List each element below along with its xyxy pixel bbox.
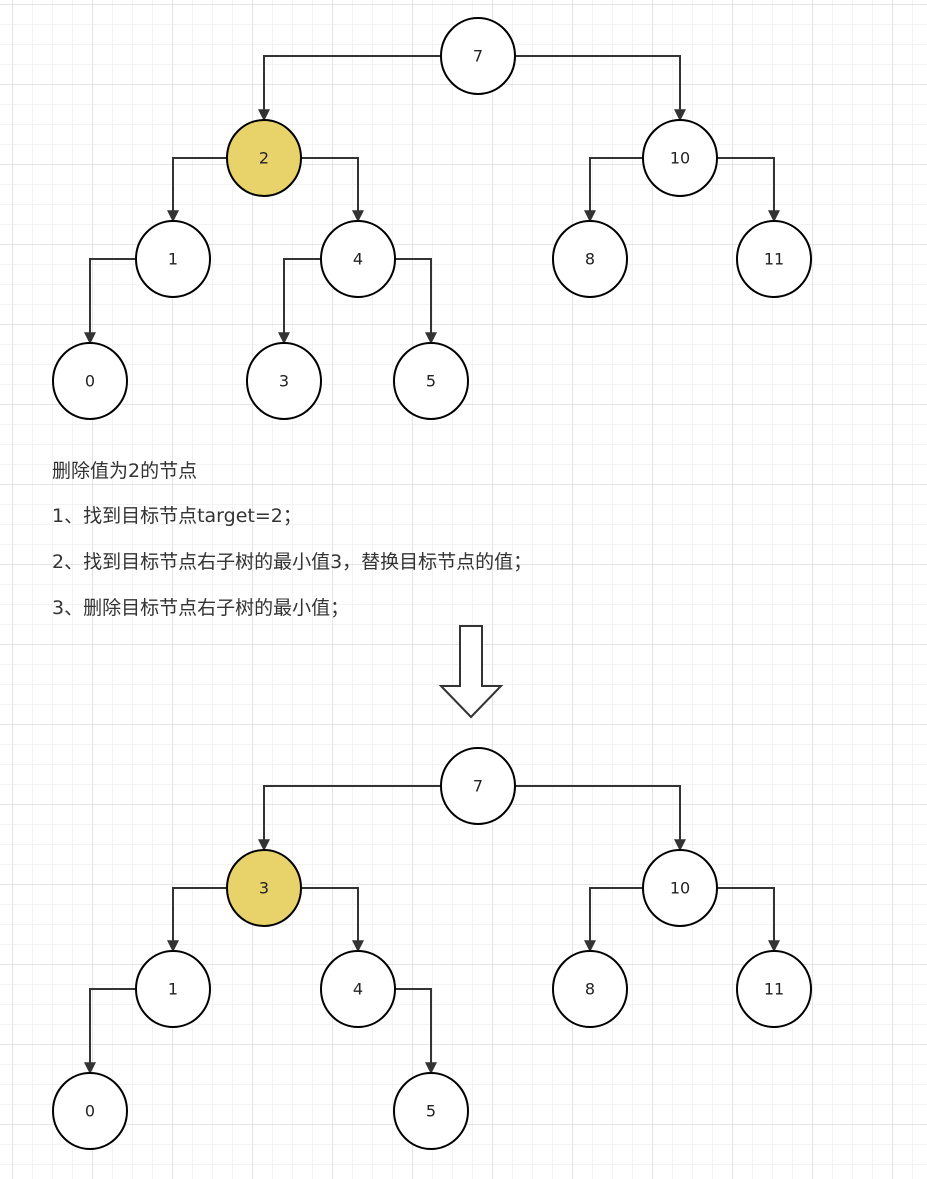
tree-node-0: 0 (52, 1072, 128, 1150)
node-circle (246, 342, 322, 420)
node-label: 8 (585, 980, 595, 999)
tree-node-1: 1 (135, 220, 211, 298)
tree-node-4: 4 (320, 220, 396, 298)
edge-n4-n3 (278, 258, 321, 345)
node-label: 8 (585, 250, 595, 269)
node-label: 7 (473, 47, 483, 66)
tree-node-10: 10 (642, 119, 718, 197)
edge-n4-n5 (395, 988, 437, 1075)
tree-node-1: 1 (135, 950, 211, 1028)
tree-node-3: 3 (226, 849, 302, 927)
edge-n2-n1 (167, 157, 227, 223)
node-circle (320, 950, 396, 1028)
tree-node-11: 11 (736, 220, 812, 298)
tree-node-5: 5 (393, 1072, 469, 1150)
node-label: 1 (168, 250, 178, 269)
node-circle (736, 950, 812, 1028)
tree-node-7: 7 (440, 747, 516, 825)
description-step-2: 2、找到目标节点右子树的最小值3，替换目标节点的值； (52, 551, 533, 573)
node-label: 0 (85, 372, 95, 391)
node-label: 5 (426, 372, 436, 391)
edge-n10-n8 (584, 887, 643, 953)
tree-node-4: 4 (320, 950, 396, 1028)
node-label: 1 (168, 980, 178, 999)
node-circle (440, 747, 516, 825)
tree-node-10: 10 (642, 849, 718, 927)
node-circle-highlighted (226, 119, 302, 197)
tree-node-2: 2 (226, 119, 302, 197)
node-circle (642, 119, 718, 197)
node-circle (552, 950, 628, 1028)
node-label: 4 (353, 250, 363, 269)
node-circle (52, 1072, 128, 1150)
edge-n3-n1 (167, 887, 227, 953)
node-label: 5 (426, 1102, 436, 1121)
edge-n2-n4 (301, 157, 364, 223)
down-arrow-icon (438, 625, 504, 719)
edge-n7-n10 (515, 785, 686, 852)
node-circle (642, 849, 718, 927)
node-label: 11 (764, 980, 784, 999)
node-label: 0 (85, 1102, 95, 1121)
tree-after: 7 3 10 1 4 8 11 0 5 (52, 747, 812, 1150)
node-label: 3 (259, 879, 269, 898)
node-label: 4 (353, 980, 363, 999)
description-step-3: 3、删除目标节点右子树的最小值； (52, 597, 350, 619)
description-step-1: 1、找到目标节点target=2； (52, 505, 302, 527)
tree-node-8: 8 (552, 950, 628, 1028)
node-circle (736, 220, 812, 298)
node-circle (440, 17, 516, 95)
node-circle (320, 220, 396, 298)
edge-n10-n11 (717, 157, 780, 223)
tree-node-5: 5 (393, 342, 469, 420)
node-circle (393, 342, 469, 420)
edge-n3-n4 (301, 887, 364, 953)
tree-node-0: 0 (52, 342, 128, 420)
node-label: 3 (279, 372, 289, 391)
node-label: 11 (764, 250, 784, 269)
node-label: 2 (259, 149, 269, 168)
node-circle (135, 220, 211, 298)
node-label: 7 (473, 777, 483, 796)
edge-n7-n10 (515, 55, 686, 122)
edge-n4-n5 (395, 258, 437, 345)
tree-node-8: 8 (552, 220, 628, 298)
tree-node-7: 7 (440, 17, 516, 95)
edge-n1-n0 (84, 988, 136, 1075)
tree-node-3: 3 (246, 342, 322, 420)
edge-n10-n11 (717, 887, 780, 953)
tree-before: 7 2 10 1 4 8 11 0 3 5 (52, 17, 812, 420)
edge-n1-n0 (84, 258, 136, 345)
tree-node-11: 11 (736, 950, 812, 1028)
node-circle (52, 342, 128, 420)
edge-n10-n8 (584, 157, 643, 223)
node-circle-highlighted (226, 849, 302, 927)
node-circle (135, 950, 211, 1028)
node-circle (393, 1072, 469, 1150)
node-circle (552, 220, 628, 298)
edge-n7-n2 (258, 55, 441, 122)
node-label: 10 (670, 879, 690, 898)
node-label: 10 (670, 149, 690, 168)
description-title: 删除值为2的节点 (52, 460, 198, 482)
edge-n7-n3 (258, 785, 441, 852)
